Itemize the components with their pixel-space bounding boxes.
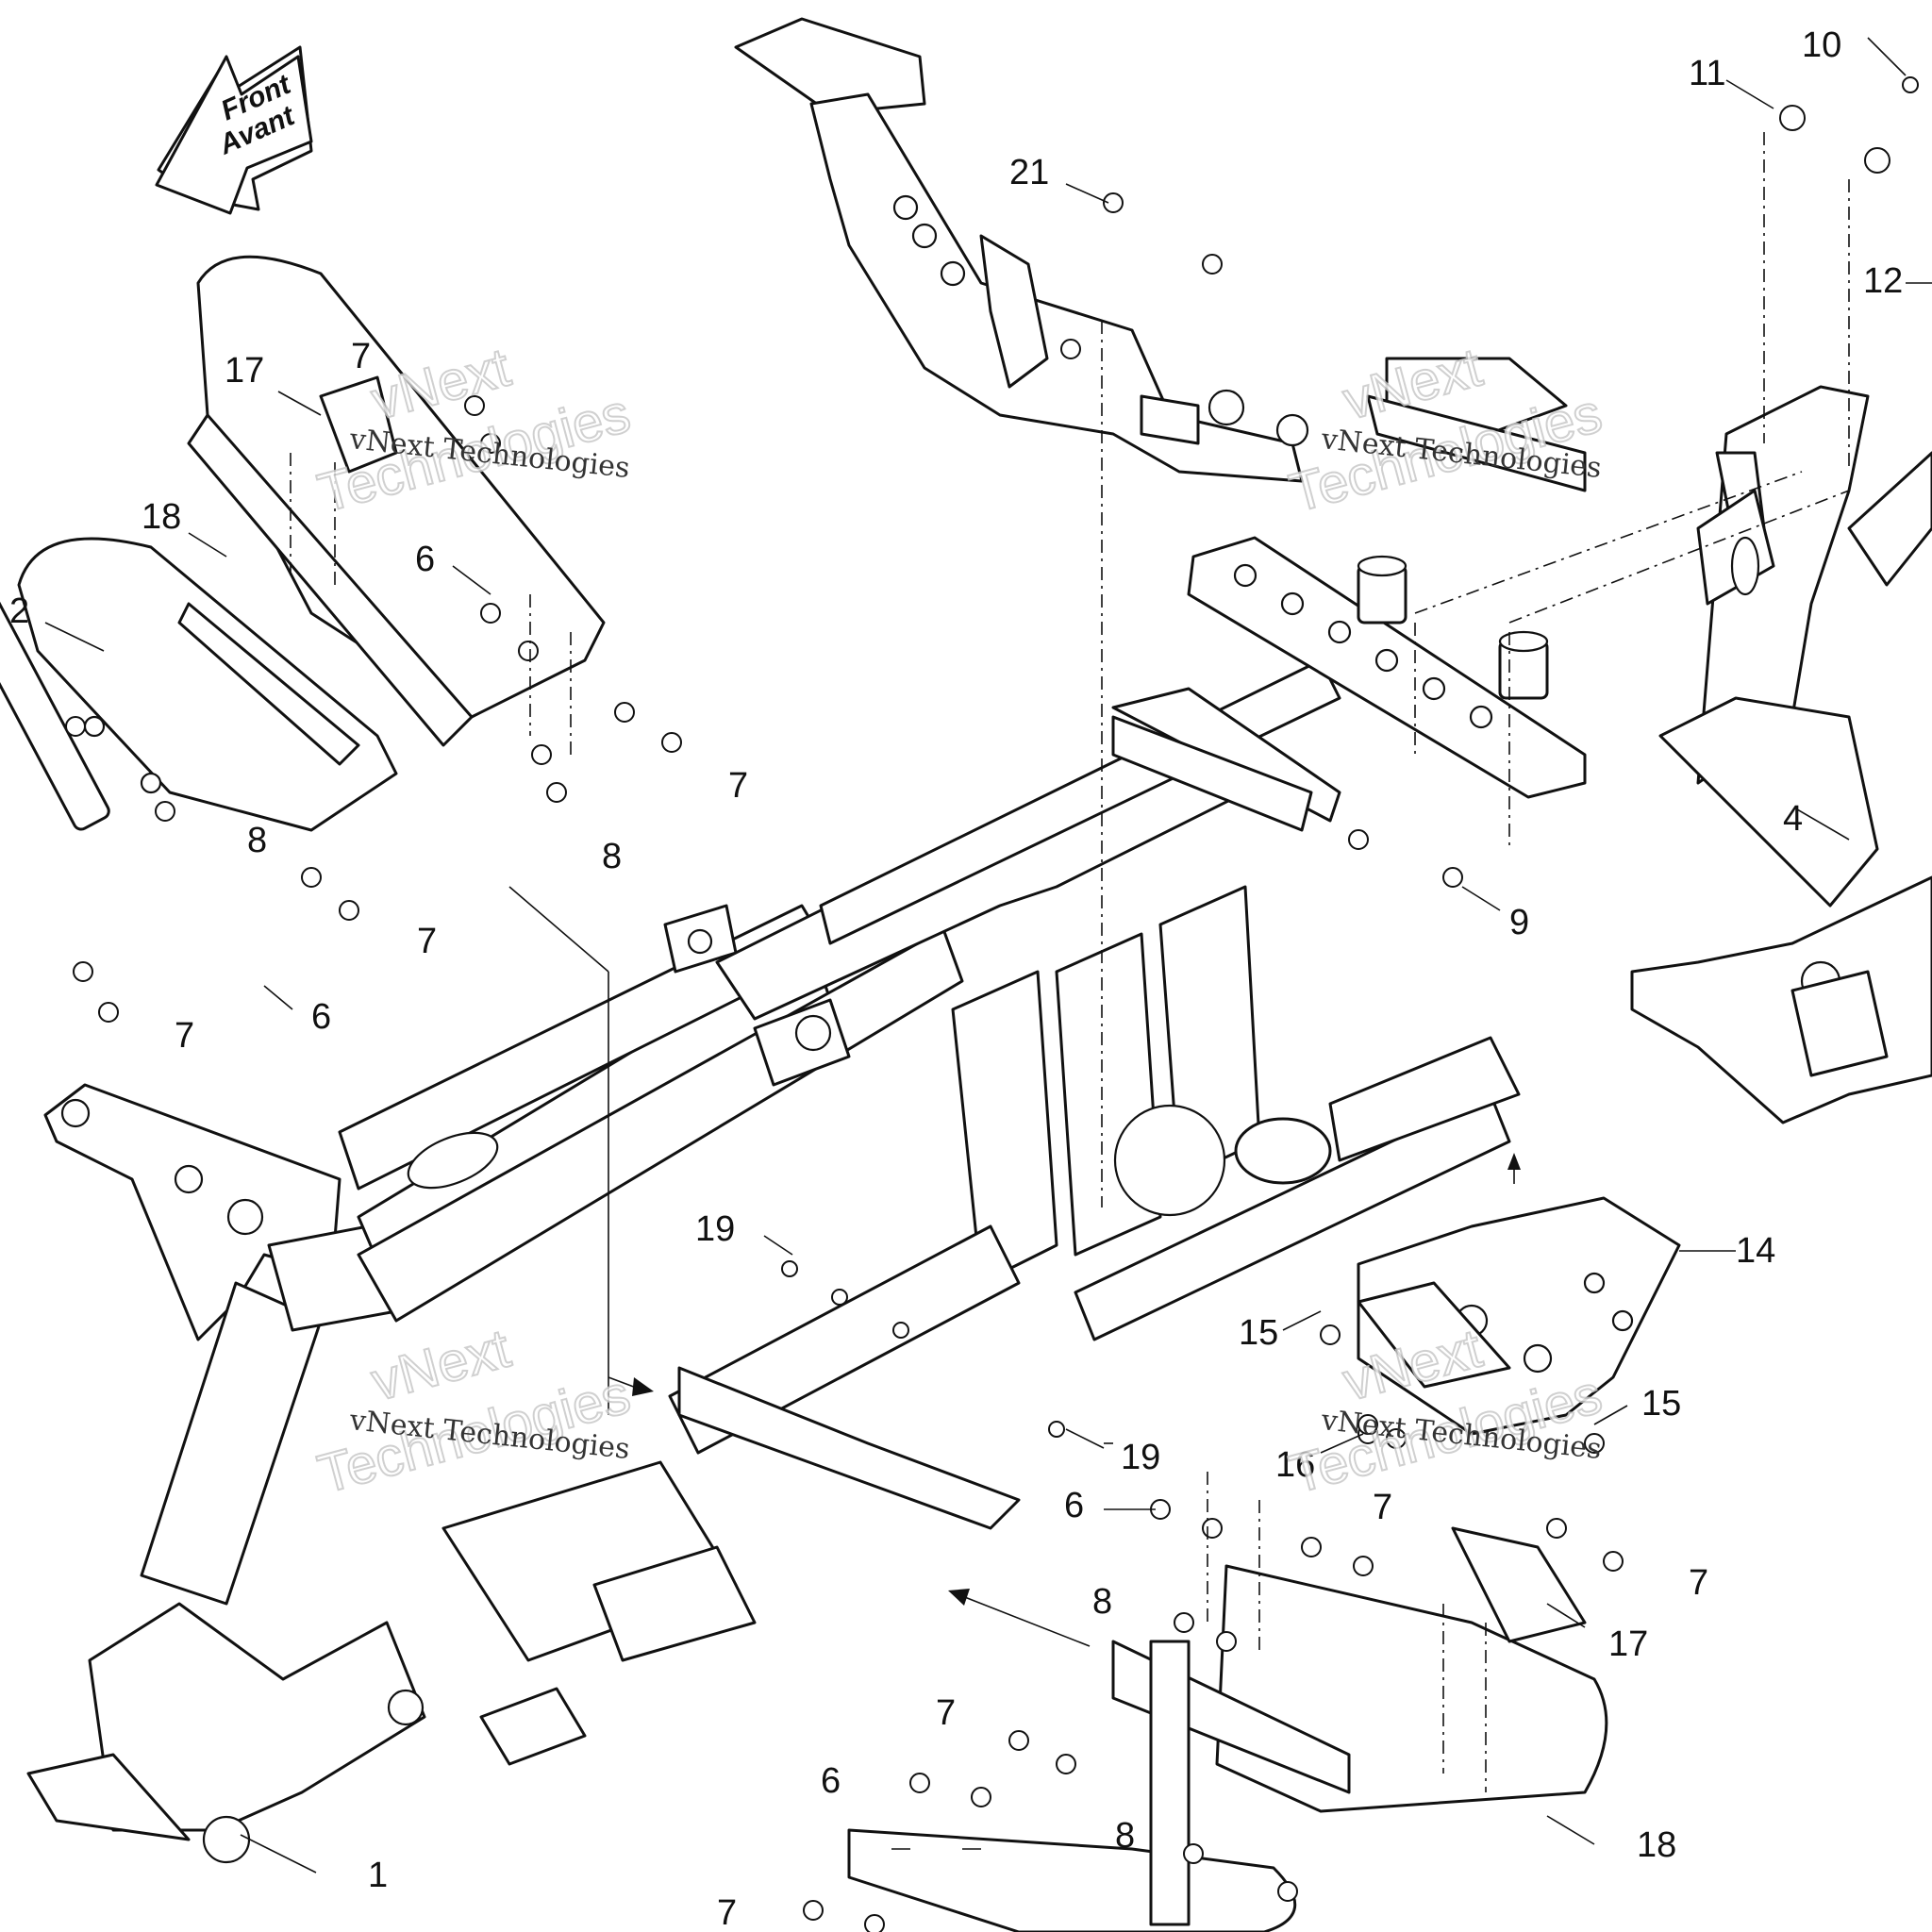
callout-8-d: 8: [1115, 1816, 1135, 1856]
callout-2: 2: [9, 591, 29, 631]
callout-labels: 1 2 4 6 6 6 6 6 7 7 7 7 7 7 7 7 7 7 8 8 …: [9, 25, 1903, 1932]
rear-top-rail: [734, 17, 1587, 492]
callout-16: 16: [1275, 1445, 1315, 1485]
callout-7-f: 7: [1689, 1563, 1708, 1603]
callout-7-a: 7: [351, 337, 371, 376]
callout-19-a: 19: [695, 1209, 735, 1249]
callout-7-c: 7: [417, 922, 437, 961]
callout-7-e: 7: [1373, 1488, 1392, 1527]
callout-11: 11: [1689, 54, 1725, 93]
rear-side-bracket: [1658, 385, 1932, 908]
alignment-lines: [290, 132, 1850, 1792]
callout-17-b: 17: [1608, 1624, 1648, 1664]
callout-7-b: 7: [728, 766, 748, 806]
callout-18-b: 18: [1637, 1825, 1676, 1865]
fasteners: [65, 76, 1919, 1932]
callout-18-a: 18: [142, 497, 181, 537]
rear-skid-plate: [1357, 1196, 1681, 1436]
watermark-3: vNext Technologies: [311, 1317, 638, 1507]
callout-12: 12: [1863, 261, 1903, 301]
callout-8-a: 8: [247, 821, 267, 860]
left-footrest-assembly: [0, 255, 606, 832]
callout-6-d: 6: [821, 1761, 841, 1801]
callout-6-a: 6: [415, 540, 435, 579]
callout-15-b: 15: [1641, 1384, 1681, 1424]
callout-7-d: 7: [175, 1016, 194, 1056]
main-frame: [26, 658, 1521, 1864]
callout-19-b: 19: [1121, 1438, 1160, 1477]
callout-7-h: 7: [717, 1893, 737, 1932]
callout-1: 1: [368, 1856, 388, 1895]
callout-9: 9: [1509, 903, 1529, 942]
callout-leaders: [44, 37, 1932, 1874]
callout-8-c: 8: [1092, 1582, 1112, 1622]
callout-15-a: 15: [1239, 1313, 1278, 1353]
callout-7-g: 7: [936, 1693, 956, 1733]
callout-4: 4: [1783, 799, 1803, 839]
front-direction-arrow: Front Avant: [155, 45, 313, 215]
callout-17-a: 17: [225, 351, 264, 391]
rear-cross-rail: [1111, 536, 1587, 832]
callout-21: 21: [1009, 153, 1049, 192]
right-footrest-assembly: [847, 1526, 1608, 1932]
callout-14: 14: [1736, 1231, 1775, 1271]
callout-6-b: 6: [311, 997, 331, 1037]
callout-6-c: 6: [1064, 1486, 1084, 1525]
callout-10: 10: [1802, 25, 1841, 65]
assembly-arrows: [508, 886, 1521, 1647]
callout-8-b: 8: [602, 837, 622, 876]
rear-lower-bracket: [1630, 875, 1932, 1124]
